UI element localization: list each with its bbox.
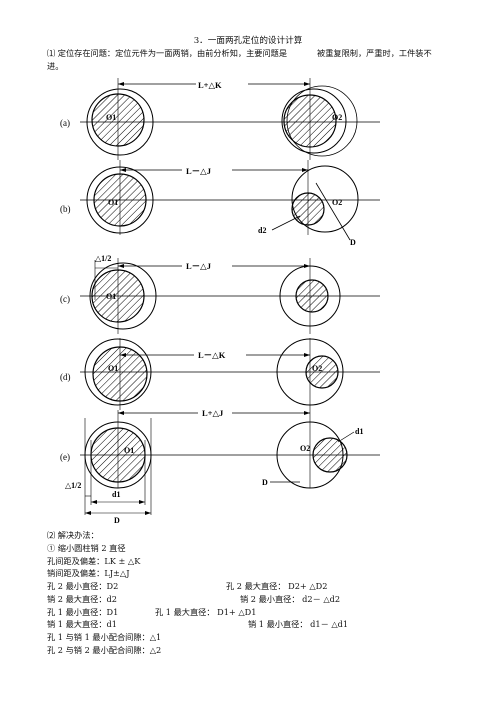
label-b-d2: d2 [258,226,266,235]
label-e-D: D [262,478,268,487]
dim-e: L+△J [202,408,224,418]
pin-spacing: 销间距及偏差：LJ±△J [47,568,130,578]
label-e-delta: △1/2 [65,481,81,490]
dim-a: L+△K [198,80,222,90]
dim-c: L－△J [186,261,212,271]
row-hole1-min: 孔 1 最小直径：D1 [47,607,119,617]
row-hole2-max: 孔 2 最大直径： D2+ △D2 [226,581,328,591]
row-pin1-min: 销 1 最小直径： d1－ △d1 [248,619,349,629]
row-hole1-max: 孔 1 最大直径： D1+ △D1 [155,607,257,617]
dim-b: L－△J [186,166,212,176]
label-e-o1: O1 [124,446,134,455]
clearance-2: 孔 2 与销 2 最小配合间隙：△2 [47,645,162,655]
panel-e [80,406,380,515]
label-b: (b) [60,204,71,214]
solution-heading: ⑵ 解决办法： [47,530,99,540]
row-pin1-max: 销 1 最大直径：d1 [47,619,117,629]
label-a-o1: O1 [106,113,116,122]
label-d: (d) [60,372,71,382]
panel-c [80,258,380,334]
label-c-o1: O1 [106,292,116,301]
intro-text-3: 进。 [47,60,64,71]
label-e-d1-dim: d1 [112,490,120,499]
row-pin2-max: 销 2 最大直径：d2 [47,594,117,604]
panel-d [80,338,380,410]
panel-a [80,78,380,160]
label-a: (a) [60,118,70,128]
label-e: (e) [60,452,70,462]
label-c-delta: △1/2 [95,254,111,263]
label-e-D-dim: D [114,516,120,525]
section-title: 3．一面两孔定位的设计计算 [193,36,303,46]
row-pin2-min: 销 2 最小直径： d2－ △d2 [240,594,341,604]
label-c: (c) [60,294,70,304]
clearance-1: 孔 1 与销 1 最小配合间隙：△1 [47,632,162,642]
intro-text-2: 被重复限制，严重时，工件装不 [317,48,432,58]
row-hole2-min: 孔 2 最小直径：D2 [47,581,119,591]
intro-text-1: ⑴ 定位存在问题：定位元件为一面两销，由前分析知，主要问题是 [47,48,288,58]
intro-paragraph: ⑴ 定位存在问题：定位元件为一面两销，由前分析知，主要问题是 被重复限制，严重时，… [47,47,452,72]
panel-b [80,160,380,241]
label-e-o2: O2 [300,444,310,453]
label-d-o2: O2 [312,364,322,373]
label-e-d1: d1 [355,427,363,436]
hole-spacing: 孔间距及偏差：LK ± △K [47,556,141,566]
label-d-o1: O1 [108,364,118,373]
dim-d: L－△K [198,350,226,360]
label-b-o1: O1 [108,198,118,207]
label-b-o2: O2 [332,198,342,207]
solution-method: ① 缩小圆柱销 2 直径 [47,543,126,553]
label-a-o2: O2 [332,113,342,122]
label-b-D: D [350,238,356,247]
